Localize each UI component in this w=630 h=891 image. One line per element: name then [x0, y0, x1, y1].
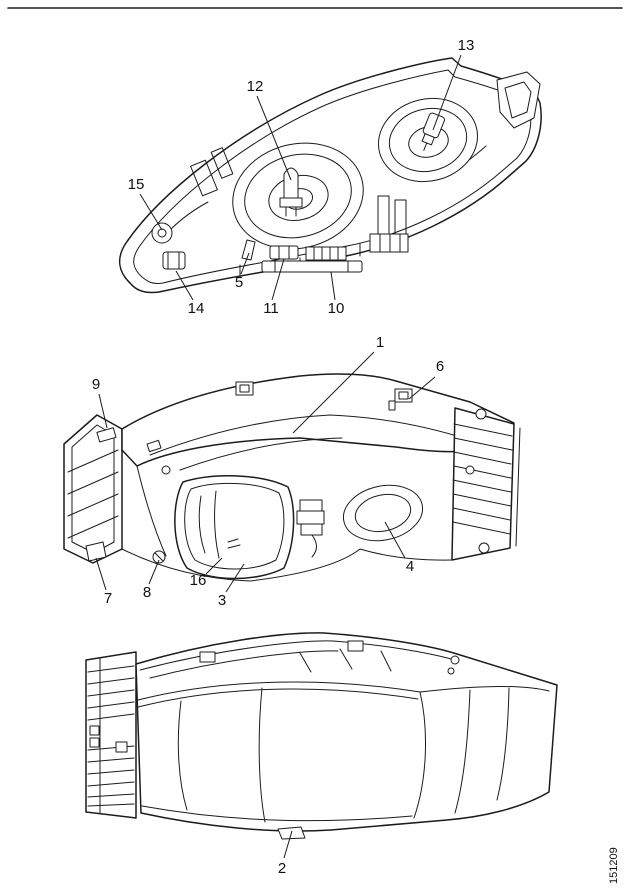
- mounting-tab: [235, 381, 254, 396]
- screw: [465, 465, 475, 475]
- view-front-exploded: [63, 373, 521, 582]
- leader-line-3: [225, 563, 245, 593]
- callout-label-12: 12: [247, 78, 264, 95]
- connector-11: [269, 245, 299, 260]
- callout-label-9: 9: [92, 376, 100, 393]
- lens-molded-marking: [227, 538, 241, 549]
- leader-line-13: [432, 54, 462, 131]
- leader-line-15: [139, 193, 163, 231]
- callout-label-8: 8: [143, 584, 151, 601]
- leader-line-6: [408, 376, 436, 400]
- callout-label-13: 13: [458, 37, 475, 54]
- screw: [447, 667, 455, 675]
- bracket-5: [241, 239, 256, 261]
- clip: [146, 439, 162, 453]
- mounting-bracket: [85, 651, 137, 819]
- housing-bottom-edge: [121, 548, 453, 582]
- wiring-connector: [296, 499, 325, 558]
- callout-label-1: 1: [376, 334, 384, 351]
- callout-label-10: 10: [328, 300, 345, 317]
- fog-opening-4: [342, 484, 424, 542]
- lens-face: [137, 681, 427, 823]
- callout-label-2: 2: [278, 860, 286, 877]
- callout-label-6: 6: [436, 358, 444, 375]
- top-clip: [199, 651, 216, 663]
- leader-line-14: [175, 270, 194, 301]
- callout-label-7: 7: [104, 590, 112, 607]
- top-details: [299, 648, 392, 673]
- leader-line-8: [148, 559, 160, 585]
- callout-label-15: 15: [128, 176, 145, 193]
- tab-7: [85, 541, 107, 562]
- screw-8: [152, 550, 166, 564]
- leader-line-11: [271, 258, 285, 301]
- leader-line-1: [292, 351, 375, 434]
- view-assembled: [85, 632, 558, 840]
- leader-line-7: [95, 557, 107, 591]
- callout-label-14: 14: [188, 300, 205, 317]
- adjuster: [161, 465, 171, 475]
- mounting-tab-6: [388, 388, 413, 411]
- lamp-body: [135, 632, 558, 832]
- leader-line-5: [240, 252, 250, 275]
- leader-line-4: [384, 521, 406, 559]
- callout-label-4: 4: [406, 558, 414, 575]
- end-bracket: [496, 71, 541, 129]
- leader-line-10: [330, 271, 336, 301]
- housing-left-edge: [136, 465, 167, 557]
- lens-3: [174, 475, 295, 580]
- housing-contour: [149, 414, 471, 456]
- side-cap: [419, 686, 550, 814]
- screw: [450, 655, 460, 665]
- bracket-plate-10: [261, 246, 363, 273]
- bulb-12: [279, 167, 303, 217]
- view-rear-exploded: [119, 57, 542, 294]
- leader-line-9: [98, 393, 108, 429]
- figure-code: 151209: [608, 847, 620, 884]
- leader-line-16: [205, 557, 223, 575]
- callout-label-5: 5: [235, 274, 243, 291]
- ribbed-end: [451, 407, 521, 561]
- housing-contour-2: [179, 437, 343, 471]
- bulb-15-socket-14: [151, 222, 186, 270]
- callout-label-16: 16: [190, 572, 207, 589]
- leader-line-12: [256, 95, 292, 181]
- screw: [478, 542, 490, 554]
- top-clip: [347, 640, 364, 652]
- top-contour-2: [149, 650, 339, 679]
- callout-label-11: 11: [263, 300, 279, 317]
- bulb-13: [421, 112, 446, 151]
- clip-9: [96, 427, 117, 443]
- leader-line-2: [283, 830, 293, 859]
- callout-label-3: 3: [218, 592, 226, 609]
- screw: [475, 408, 487, 420]
